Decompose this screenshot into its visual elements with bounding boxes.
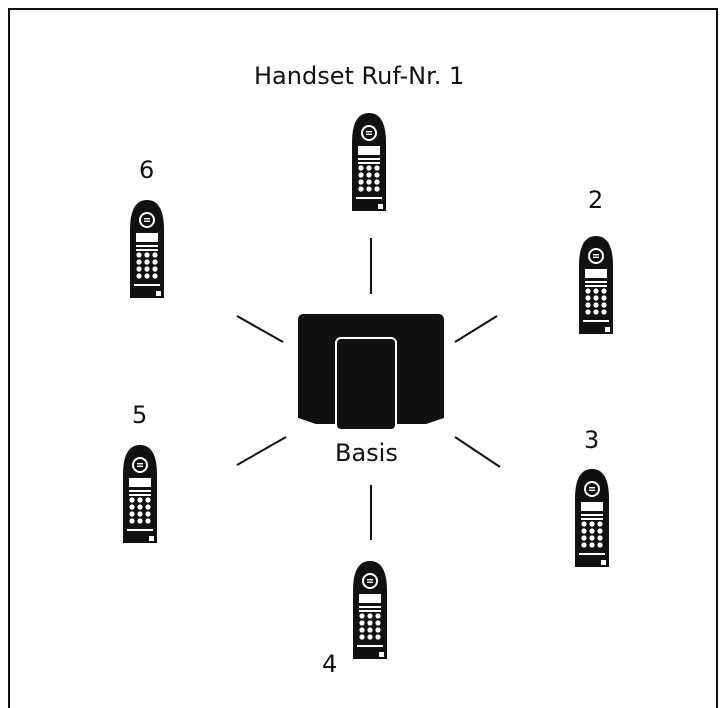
handset-4-label: 4 [322, 650, 338, 678]
handset-6-icon [130, 200, 164, 298]
signal-line-2 [454, 315, 498, 343]
signal-line-5 [236, 436, 287, 466]
signal-line-3 [454, 436, 501, 468]
handset-6-label: 6 [139, 156, 155, 184]
handset-5-icon [123, 445, 157, 543]
handset-3-icon [575, 469, 609, 567]
handset-1-icon [352, 113, 386, 211]
handset-4-icon [353, 561, 387, 659]
signal-line-6 [236, 315, 284, 343]
handset-3-label: 3 [584, 426, 600, 454]
handset-1-label: Handset Ruf-Nr. 1 [254, 62, 465, 90]
base-label: Basis [335, 439, 398, 467]
base-station [298, 314, 444, 431]
signal-lines [236, 238, 501, 540]
handset-2-icon [579, 236, 613, 334]
diagram-frame [8, 8, 718, 708]
handset-2-label: 2 [588, 186, 604, 214]
handset-5-label: 5 [132, 401, 148, 429]
